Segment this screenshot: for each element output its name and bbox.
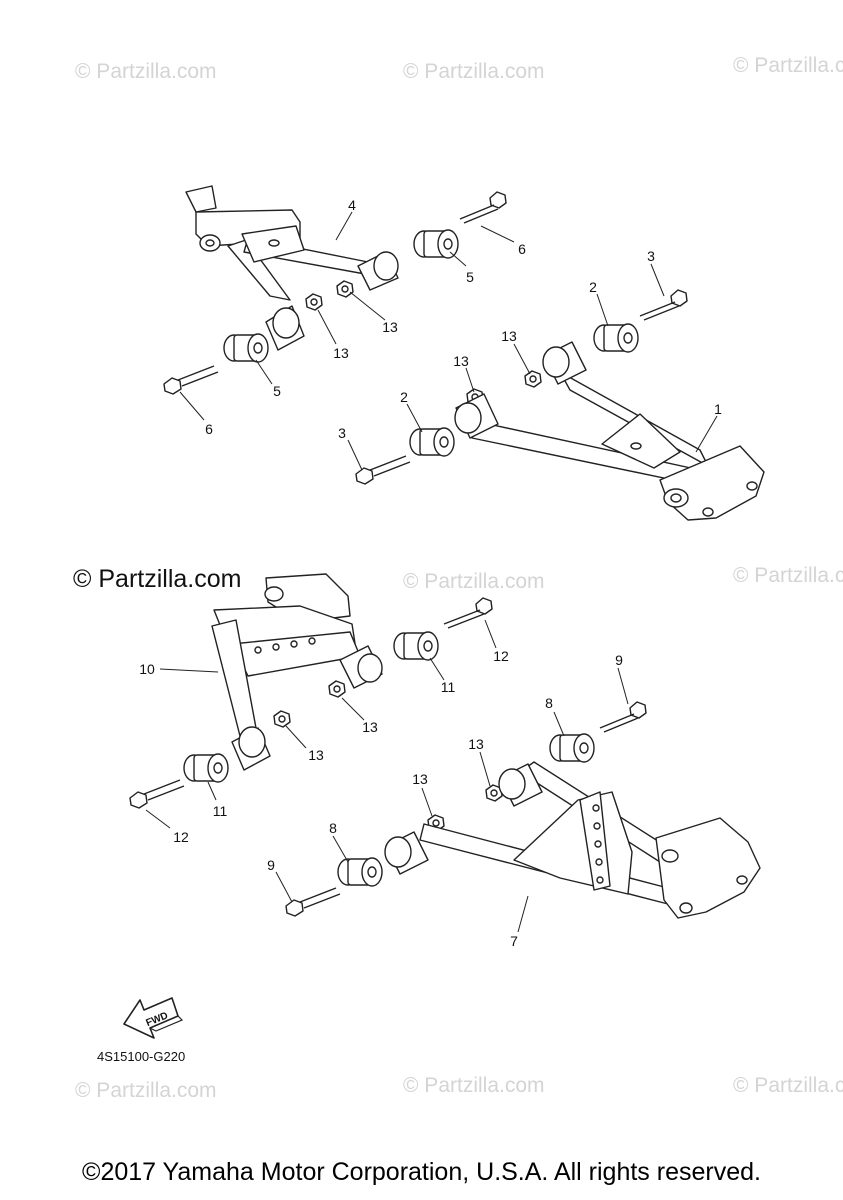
leader-lines-upper [179, 211, 718, 471]
part-bolt-9 [599, 701, 647, 733]
callout-13: 13 [501, 328, 517, 344]
leader-lines-lower [145, 619, 629, 933]
part-lower-arm-1 [454, 341, 765, 521]
callout-5: 5 [273, 383, 281, 399]
part-bolt-9 [285, 887, 341, 917]
part-bolt-6 [459, 191, 507, 224]
part-bolt-12 [129, 779, 185, 809]
callouts-upper: 4 6 5 13 13 5 6 3 2 13 13 2 3 1 [205, 197, 722, 441]
callout-6: 6 [518, 241, 526, 257]
callout-13: 13 [308, 747, 324, 763]
callout-13: 13 [412, 771, 428, 787]
part-bolt-12 [443, 597, 493, 629]
part-nut-13 [328, 680, 346, 698]
part-bolt-6 [163, 365, 219, 395]
part-bushing-2 [409, 427, 455, 457]
part-bolt-3 [355, 455, 411, 485]
part-bushing-2 [593, 323, 639, 353]
callout-1: 1 [714, 401, 722, 417]
watermark: © Partzilla.com [403, 1074, 545, 1097]
callout-4: 4 [348, 197, 356, 213]
part-bushing-5 [223, 333, 269, 363]
callout-6: 6 [205, 421, 213, 437]
callout-7: 7 [510, 933, 518, 949]
callout-12: 12 [173, 829, 189, 845]
part-bushing-11 [393, 631, 439, 661]
callout-13: 13 [333, 345, 349, 361]
part-bolt-3 [639, 289, 688, 321]
part-bushing-8 [337, 857, 383, 887]
part-bushing-11 [183, 753, 229, 783]
watermark: © Partzilla.com [75, 60, 217, 83]
callout-8: 8 [545, 695, 553, 711]
callout-13: 13 [362, 719, 378, 735]
callout-12: 12 [493, 648, 509, 664]
part-bushing-8 [549, 733, 595, 763]
watermark: © Partzilla.com [75, 1079, 217, 1102]
diagram-code: 4S15100-G220 [97, 1049, 185, 1064]
watermark: © Partzilla.com [403, 570, 545, 593]
part-nut-13 [273, 710, 291, 728]
part-lower-arm-7 [384, 761, 761, 919]
callout-8: 8 [329, 820, 337, 836]
part-nut-13 [305, 293, 323, 311]
callout-13: 13 [382, 319, 398, 335]
watermark-prominent: © Partzilla.com [73, 565, 241, 593]
part-nut-13 [336, 280, 354, 298]
callout-2: 2 [589, 279, 597, 295]
part-nut-13 [485, 784, 503, 802]
watermark: © Partzilla.com [733, 1074, 843, 1097]
callout-3: 3 [338, 425, 346, 441]
watermark: © Partzilla.com [733, 564, 843, 587]
watermark: © Partzilla.com [733, 54, 843, 77]
part-upper-arm-10 [211, 573, 383, 771]
callout-11: 11 [441, 679, 456, 695]
callout-13: 13 [468, 736, 484, 752]
fwd-arrow-icon: FWD [123, 997, 184, 1039]
callouts-lower: 10 12 11 13 13 11 12 9 8 13 13 8 9 7 [139, 648, 623, 949]
part-bushing-5 [413, 229, 459, 259]
callout-10: 10 [139, 661, 155, 677]
callout-13: 13 [453, 353, 469, 369]
copyright-notice: ©2017 Yamaha Motor Corporation, U.S.A. A… [82, 1158, 761, 1186]
callout-3: 3 [647, 248, 655, 264]
watermarks: © Partzilla.com © Partzilla.com © Partzi… [73, 54, 843, 1102]
part-upper-arm-4 [185, 185, 399, 351]
part-nut-13 [524, 370, 542, 388]
callout-5: 5 [466, 269, 474, 285]
callout-2: 2 [400, 389, 408, 405]
callout-11: 11 [213, 803, 228, 819]
callout-9: 9 [615, 652, 623, 668]
callout-9: 9 [267, 857, 275, 873]
watermark: © Partzilla.com [403, 60, 545, 83]
